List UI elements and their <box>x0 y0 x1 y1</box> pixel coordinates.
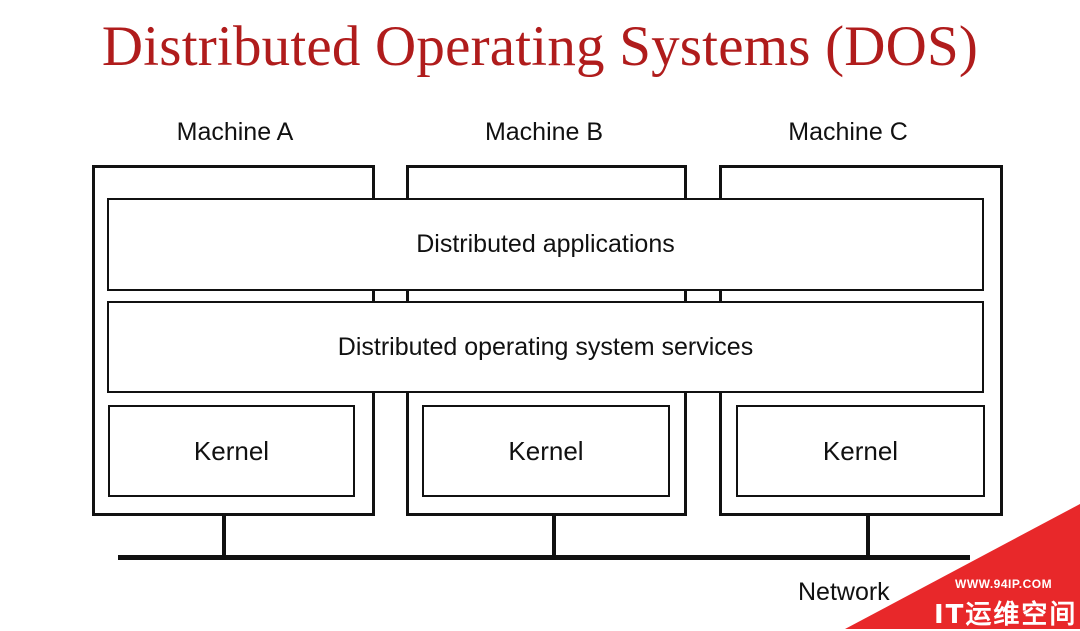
distributed-os-services-layer: Distributed operating system services <box>107 301 984 393</box>
watermark-url: WWW.94IP.COM <box>955 577 1053 591</box>
machine-a-label: Machine A <box>176 118 294 146</box>
kernel-label: Kernel <box>508 435 584 466</box>
machine-a-kernel: Kernel <box>108 405 355 497</box>
kernel-label: Kernel <box>822 435 899 466</box>
distributed-applications-label: Distributed applications <box>416 230 675 258</box>
machine-b-kernel: Kernel <box>422 405 670 497</box>
machine-c-label: Machine C <box>788 118 908 146</box>
machine-b-label: Machine B <box>484 118 604 146</box>
distributed-os-services-label: Distributed operating system services <box>337 332 754 361</box>
watermark-corner <box>845 504 1080 629</box>
machine-a-network-link <box>222 516 226 558</box>
network-bus <box>118 555 970 560</box>
machine-b-network-link <box>552 516 556 558</box>
distributed-applications-layer: Distributed applications <box>107 198 984 291</box>
kernel-label: Kernel <box>193 435 270 466</box>
machine-c-kernel: Kernel <box>736 405 985 497</box>
diagram-title: Distributed Operating Systems (DOS) <box>101 15 979 78</box>
watermark-text: IT运维空间 <box>934 600 1078 630</box>
